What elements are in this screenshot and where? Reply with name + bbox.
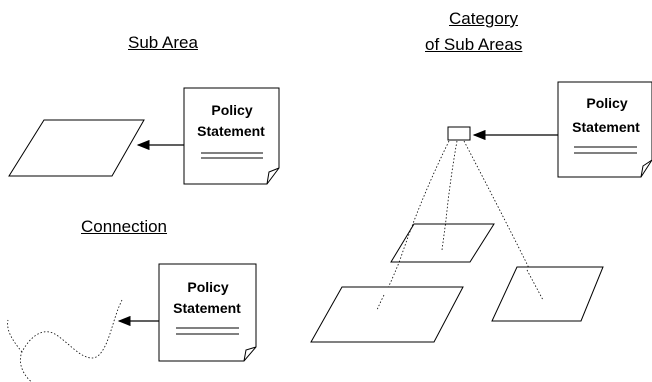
- policy-document-category: Policy Statement: [557, 81, 652, 178]
- heading-connection: Connection: [81, 217, 168, 236]
- heading-category: Category: [449, 9, 518, 28]
- heading-sub-area: Sub Area: [128, 33, 198, 52]
- doc-sub-area-line2: Statement: [197, 123, 265, 139]
- doc-category-line2: Statement: [572, 119, 640, 135]
- doc-sub-area-line1: Policy: [211, 102, 252, 118]
- category-parallelogram-right: [491, 266, 604, 322]
- connection-curve: [7, 299, 123, 382]
- sub-area-parallelogram: [8, 119, 145, 177]
- policy-document-sub-area: Policy Statement: [183, 87, 280, 185]
- category-node: [447, 126, 471, 141]
- doc-category-line1: Policy: [586, 95, 627, 111]
- policy-document-connection: Policy Statement: [158, 263, 257, 362]
- category-parallelogram-top: [390, 223, 495, 263]
- doc-connection-line1: Policy: [187, 279, 228, 295]
- doc-connection-line2: Statement: [173, 300, 241, 316]
- heading-category-line2: of Sub Areas: [425, 35, 523, 54]
- category-parallelogram-left: [310, 286, 464, 343]
